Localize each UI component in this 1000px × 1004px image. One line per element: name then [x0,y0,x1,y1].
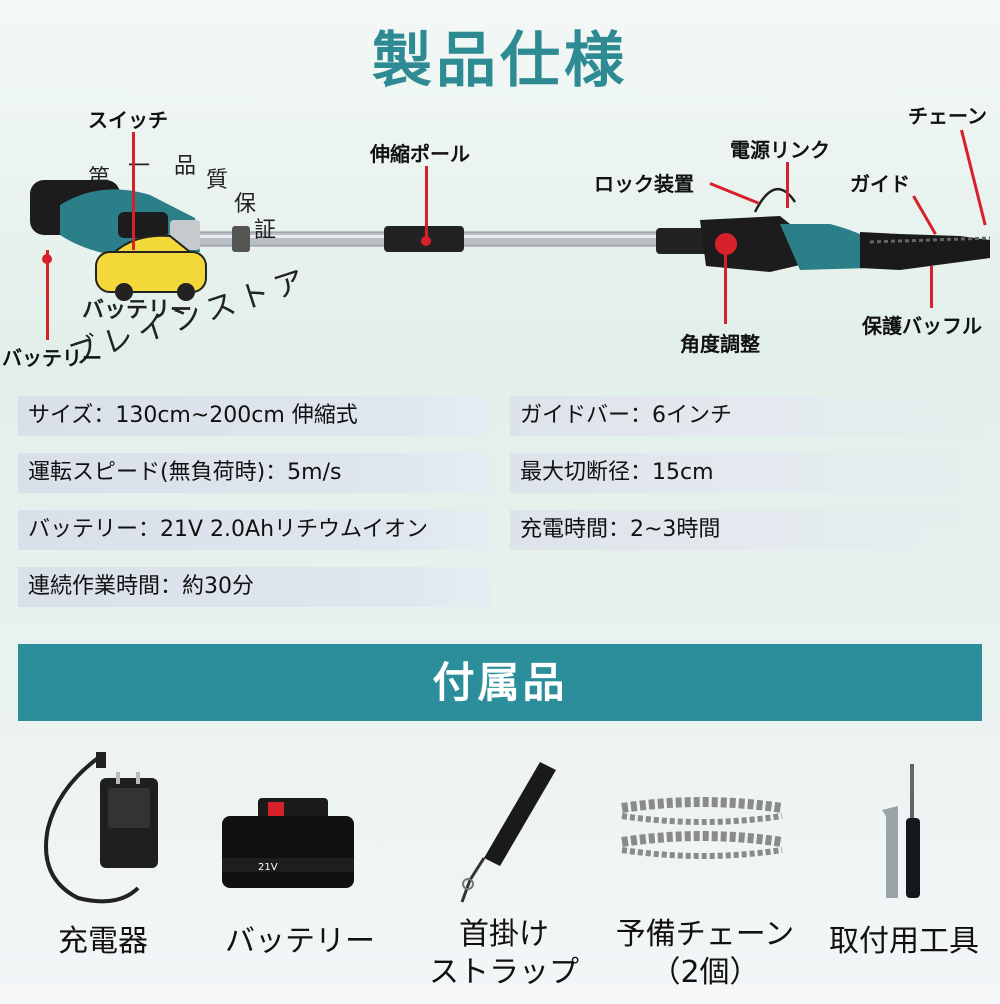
watermark-char: 証 [254,218,277,243]
watermark-car-text: バッテリー [82,298,193,323]
spec-speed: 運転スピード(無負荷時)：5m/s [18,453,490,493]
accessory-label-strap: 首掛け ストラップ [414,916,594,992]
accessory-label-line: 予備チェーン [615,917,795,952]
accessory-label-spare-chain: 予備チェーン （2個） [600,916,810,992]
callout-lock: ロック装置 [594,172,694,196]
spec-battery: バッテリー：21V 2.0Ahリチウムイオン [18,510,490,550]
callout-baffle: 保護バッフル [862,314,982,338]
watermark-char: 保 [234,192,257,217]
callout-pole: 伸縮ポール [370,142,470,166]
callout-guide: ガイド [850,172,910,196]
battery-image [222,798,354,888]
spec-charge-time: 充電時間：2~3時間 [510,510,982,550]
callout-angle: 角度調整 [680,332,760,356]
strap-image [460,762,556,903]
watermark-char: 第 [88,166,111,191]
callout-battery: バッテリー [2,346,102,370]
battery-voltage-label: 21V [258,862,278,873]
callout-dot [421,236,431,246]
spec-runtime: 連続作業時間：約30分 [18,567,490,607]
accessory-label-line: バッテリー [225,924,375,959]
callout-line [724,250,727,324]
accessory-label-line: 首掛け [459,917,549,952]
page-title: 製品仕様 [372,26,628,96]
accessory-label-battery: バッテリー [210,916,390,960]
accessory-label-tool: 取付用工具 [814,916,994,960]
spec-guide-bar: ガイドバー：6インチ [510,396,982,436]
accessory-label-line: ストラップ [429,955,579,990]
callout-chain: チェーン [908,104,987,128]
pole-saw-illustration [30,180,991,301]
callout-line [425,166,428,240]
callout-dot [42,254,52,264]
tool-image [882,764,920,898]
callout-line [46,250,49,340]
spare-chain-image [621,797,783,859]
watermark-char: 質 [206,168,229,193]
spec-max-cut: 最大切断径：15cm [510,453,982,493]
accessory-label-line: 充電器 [58,924,148,959]
accessory-label-charger: 充電器 [28,916,178,960]
accessories-banner: 付属品 [18,644,982,721]
callout-switch: スイッチ [88,108,168,132]
accessory-label-line: （2個） [650,955,760,990]
spec-size: サイズ：130cm~200cm 伸縮式 [18,396,490,436]
car-watermark [95,234,207,301]
charger-image [44,752,158,904]
callout-line [786,162,789,208]
callout-power-link: 電源リンク [730,138,830,162]
accessory-label-line: 取付用工具 [829,924,979,959]
callout-line [132,132,135,250]
watermark-char: 品 [174,154,197,179]
callout-line [930,266,933,308]
